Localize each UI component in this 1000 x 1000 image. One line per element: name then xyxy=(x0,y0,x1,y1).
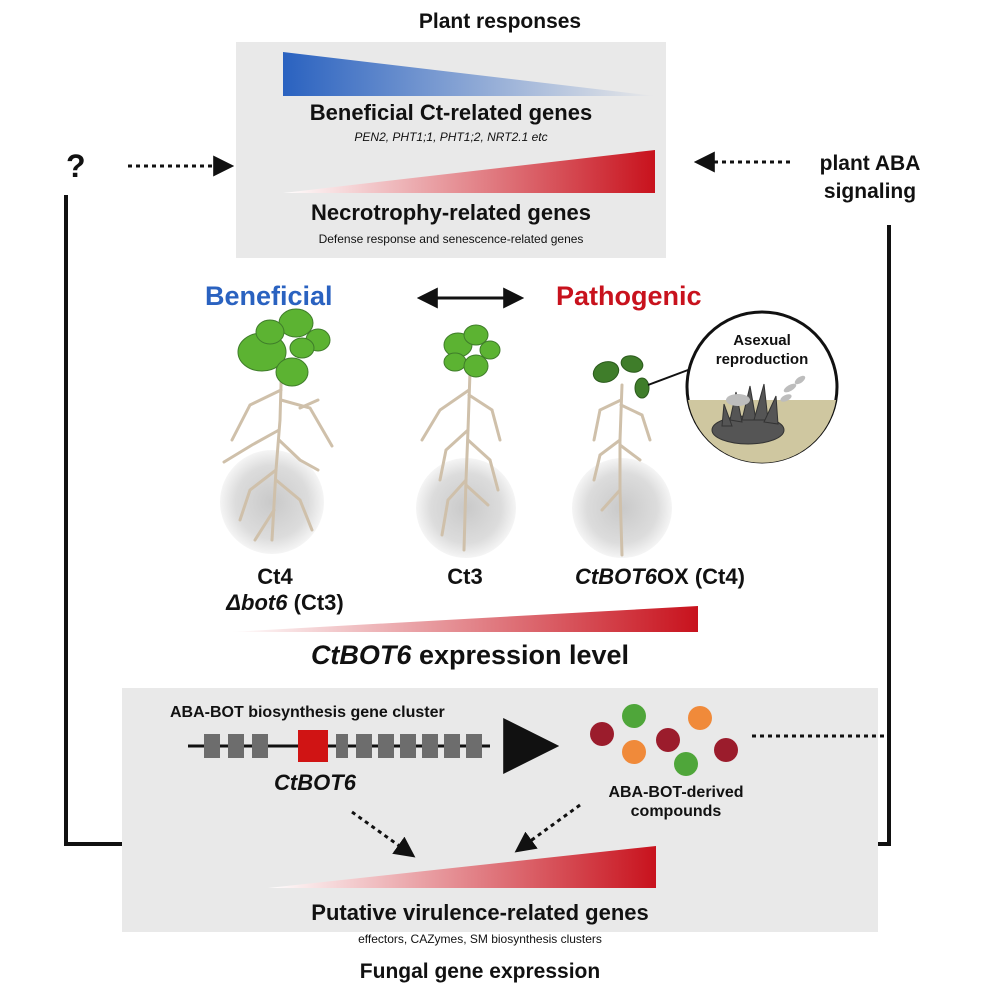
expression-rest: expression level xyxy=(411,640,630,670)
ctbot6-gene-box xyxy=(298,730,328,762)
feedback-loop-left xyxy=(64,195,122,846)
plant-intermediate xyxy=(416,324,516,558)
beneficial-genes-list: PEN2, PHT1;1, PHT1;2, NRT2.1 etc xyxy=(354,130,548,144)
strain-ct4-label: Ct4 xyxy=(257,564,293,589)
gene-to-virulence-arrow xyxy=(351,810,416,858)
asexual-label-line1: Asexual xyxy=(733,332,791,349)
necrotrophy-gradient-wedge xyxy=(283,150,655,193)
compounds-label-line2: compounds xyxy=(630,803,722,820)
cluster-label: ABA-BOT biosynthesis gene cluster xyxy=(170,704,445,721)
virulence-genes-desc: effectors, CAZymes, SM biosynthesis clus… xyxy=(358,932,602,946)
plant-pathogenic xyxy=(572,355,689,558)
strain-ox-label: CtBOT6OX (Ct4) xyxy=(540,564,780,590)
beneficial-gradient-wedge xyxy=(283,52,655,96)
strain-dbot6-gene: Δbot6 xyxy=(226,590,288,615)
expression-level-label: CtBOT6 expression level xyxy=(200,640,740,671)
asexual-label-line2: reproduction xyxy=(715,351,809,368)
fungal-footer-title: Fungal gene expression xyxy=(359,960,601,983)
fungal-panel xyxy=(122,688,878,932)
compound-dots xyxy=(590,704,738,776)
aba-signaling-label-line1: plant ABA xyxy=(819,152,921,175)
compounds-label-line1: ABA-BOT-derived xyxy=(608,784,744,801)
unknown-input-label: ? xyxy=(66,148,86,184)
strain-dbot6-rest: (Ct3) xyxy=(287,590,344,615)
strain-dbot6-label: Δbot6 (Ct3) xyxy=(200,590,370,616)
plant-responses-title: Plant responses xyxy=(418,10,582,33)
strain-ct3-label: Ct3 xyxy=(447,564,483,589)
pathogenic-label: Pathogenic xyxy=(556,281,702,311)
compounds-to-virulence-arrow xyxy=(514,803,581,853)
expression-gradient-wedge xyxy=(230,606,698,632)
gene-cluster xyxy=(188,730,490,762)
plant-beneficial xyxy=(220,308,334,554)
ctbot6-gene-label: CtBOT6 xyxy=(274,770,356,795)
beneficial-genes-title: Beneficial Ct-related genes xyxy=(309,100,593,125)
strain-ox-gene: CtBOT6 xyxy=(575,564,657,589)
strain-ox-rest: OX (Ct4) xyxy=(656,564,745,589)
asexual-reproduction-inset xyxy=(685,310,839,464)
virulence-gradient-wedge xyxy=(268,846,656,888)
root-hair-cloud xyxy=(220,450,324,554)
aba-signaling-label-line2: signaling xyxy=(823,180,917,203)
beneficial-label: Beneficial xyxy=(205,281,333,311)
expression-gene: CtBOT6 xyxy=(310,640,412,670)
feedback-loop-right xyxy=(878,225,891,846)
necrotrophy-genes-desc: Defense response and senescence-related … xyxy=(318,232,584,246)
necrotrophy-genes-title: Necrotrophy-related genes xyxy=(311,200,591,225)
virulence-genes-title: Putative virulence-related genes xyxy=(311,900,649,925)
